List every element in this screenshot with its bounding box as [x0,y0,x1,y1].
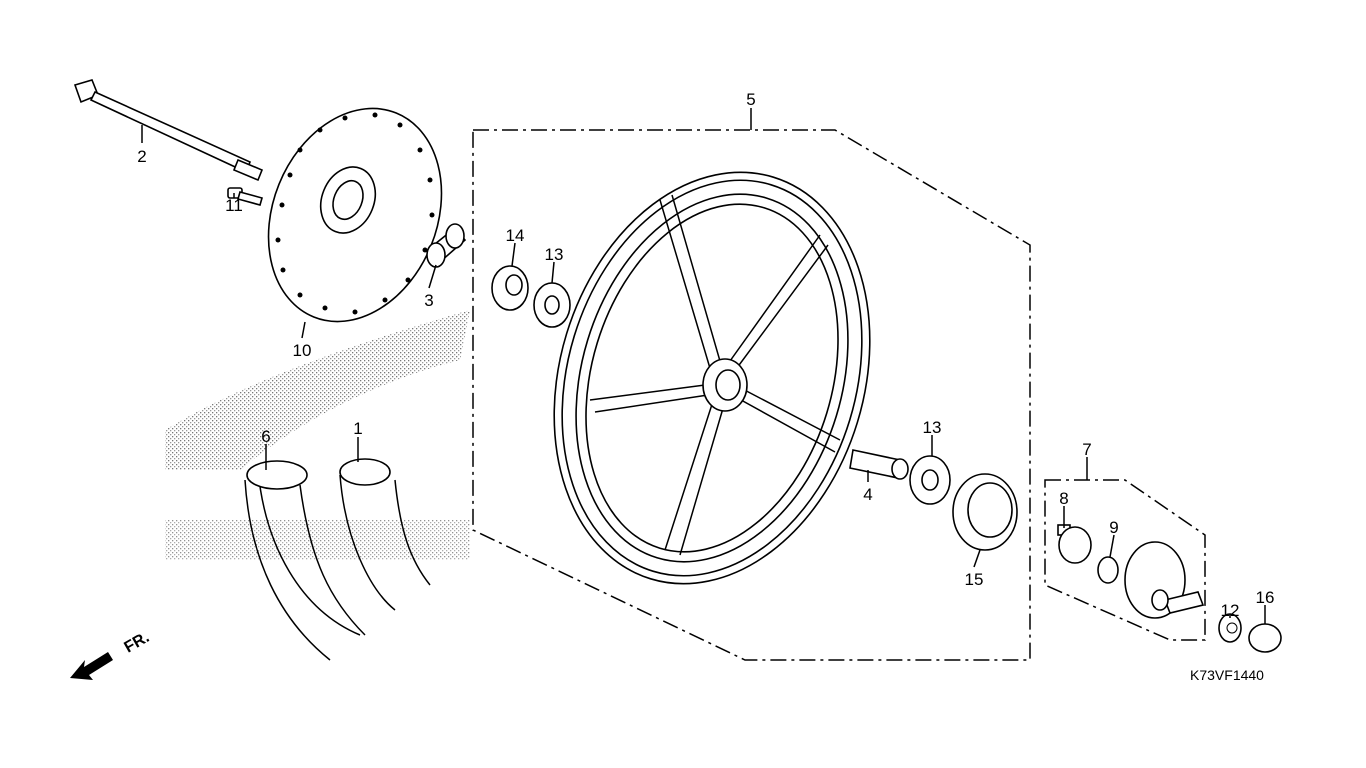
front-fender-parts [244,458,431,661]
brake-disc [267,107,443,323]
diagram-part-code: K73VF1440 [1190,667,1264,683]
axle-cap-nut [1248,623,1282,653]
callout-5: 5 [746,90,755,109]
front-direction-arrow-icon [70,652,113,680]
callout-3: 3 [424,291,433,310]
callout-13-right: 13 [923,418,942,437]
callout-12: 12 [1221,601,1240,620]
disc-bolt [227,187,263,206]
callout-13-left: 13 [545,245,564,264]
callout-7: 7 [1082,440,1091,459]
gearbox-housing [1124,541,1205,619]
distance-collar [849,449,909,480]
retainer-ring [1097,556,1119,584]
callout-4: 4 [863,485,872,504]
gearbox-assembly-boundary [1044,479,1206,641]
callout-15: 15 [965,570,984,589]
front-direction-label: FR. [122,629,153,657]
oil-seal [952,473,1018,551]
callout-11: 11 [225,196,243,215]
bearing-left [533,282,571,328]
callout-6: 6 [261,427,270,446]
front-wheel [553,171,871,585]
callout-2: 2 [137,147,146,166]
callout-16: 16 [1256,588,1275,607]
front-axle [73,79,264,182]
callout-9: 9 [1109,518,1118,537]
bearing-right [909,455,951,505]
dust-seal [491,265,529,311]
callout-14: 14 [506,226,525,245]
speedometer-gear [1057,524,1092,564]
wheel-assembly-boundary [472,129,1031,661]
stipple-background [165,310,470,560]
leader-lines [141,108,1266,624]
callout-1: 1 [353,419,362,438]
callout-10: 10 [293,341,312,360]
callout-8: 8 [1059,489,1068,508]
